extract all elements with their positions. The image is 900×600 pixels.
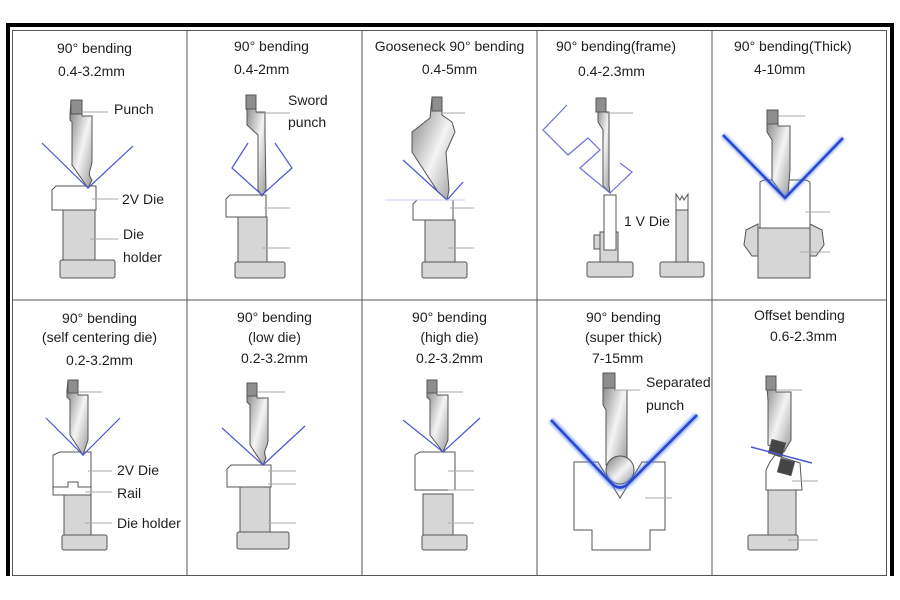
label-2v-die-self: 2V Die bbox=[117, 462, 160, 478]
station-low-die bbox=[221, 382, 306, 550]
cell-7-subtitle: (low die) bbox=[248, 329, 301, 345]
label-sword-punch: punch bbox=[288, 114, 327, 130]
cell-8-range: 0.2-3.2mm bbox=[416, 350, 483, 366]
cell-6-range: 0.2-3.2mm bbox=[66, 352, 133, 368]
label-separated-punch: punch bbox=[646, 397, 685, 413]
cell-9-title: 90° bending bbox=[586, 309, 661, 325]
table-frame bbox=[6, 23, 894, 576]
cell-5-title: 90° bending(Thick) bbox=[734, 38, 852, 54]
label-holder: holder bbox=[123, 249, 162, 265]
label-die: Die bbox=[123, 226, 145, 242]
label-sword: Sword bbox=[288, 92, 328, 108]
cell-9-range: 7-15mm bbox=[592, 350, 644, 366]
station-offset-bending bbox=[747, 375, 818, 551]
station-thick-bending bbox=[721, 109, 845, 279]
cell-1-title: 90° bending bbox=[57, 40, 132, 56]
station-self-centering bbox=[45, 379, 121, 551]
cell-10-range: 0.6-2.3mm bbox=[770, 328, 837, 344]
cell-5-range: 4-10mm bbox=[754, 61, 806, 77]
cell-8-title: 90° bending bbox=[412, 309, 487, 325]
station-high-die bbox=[402, 379, 481, 551]
cell-6-subtitle: (self centering die) bbox=[41, 329, 158, 345]
cell-1-range: 0.4-3.2mm bbox=[58, 63, 125, 79]
label-2v-die: 2V Die bbox=[122, 191, 165, 207]
label-punch: Punch bbox=[114, 101, 154, 117]
label-die-holder: Die holder bbox=[117, 515, 181, 531]
cell-2-title: 90° bending bbox=[234, 38, 309, 54]
label-rail: Rail bbox=[117, 485, 142, 501]
station-gooseneck bbox=[385, 96, 474, 279]
cell-8-subtitle: (high die) bbox=[420, 329, 479, 345]
cell-7-title: 90° bending bbox=[237, 309, 312, 325]
cell-10-title: Offset bending bbox=[754, 307, 845, 323]
station-sword-punch bbox=[225, 94, 293, 279]
cell-3-range: 0.4-5mm bbox=[421, 61, 478, 77]
cell-6-title: 90° bending bbox=[62, 310, 137, 326]
cell-4-title: 90° bending(frame) bbox=[556, 38, 676, 54]
cell-7-range: 0.2-3.2mm bbox=[241, 350, 308, 366]
station-frame-bending bbox=[542, 97, 705, 278]
cell-3-title: Gooseneck 90° bending bbox=[374, 38, 525, 54]
cell-4-range: 0.4-2.3mm bbox=[578, 63, 645, 79]
cell-9-subtitle: (super thick) bbox=[585, 329, 663, 345]
cell-2-range: 0.4-2mm bbox=[234, 61, 290, 77]
label-separated: Separated bbox=[646, 374, 711, 390]
station-90-bending bbox=[41, 99, 134, 279]
station-super-thick bbox=[548, 372, 700, 551]
label-1v-die: 1 V Die bbox=[624, 213, 670, 229]
